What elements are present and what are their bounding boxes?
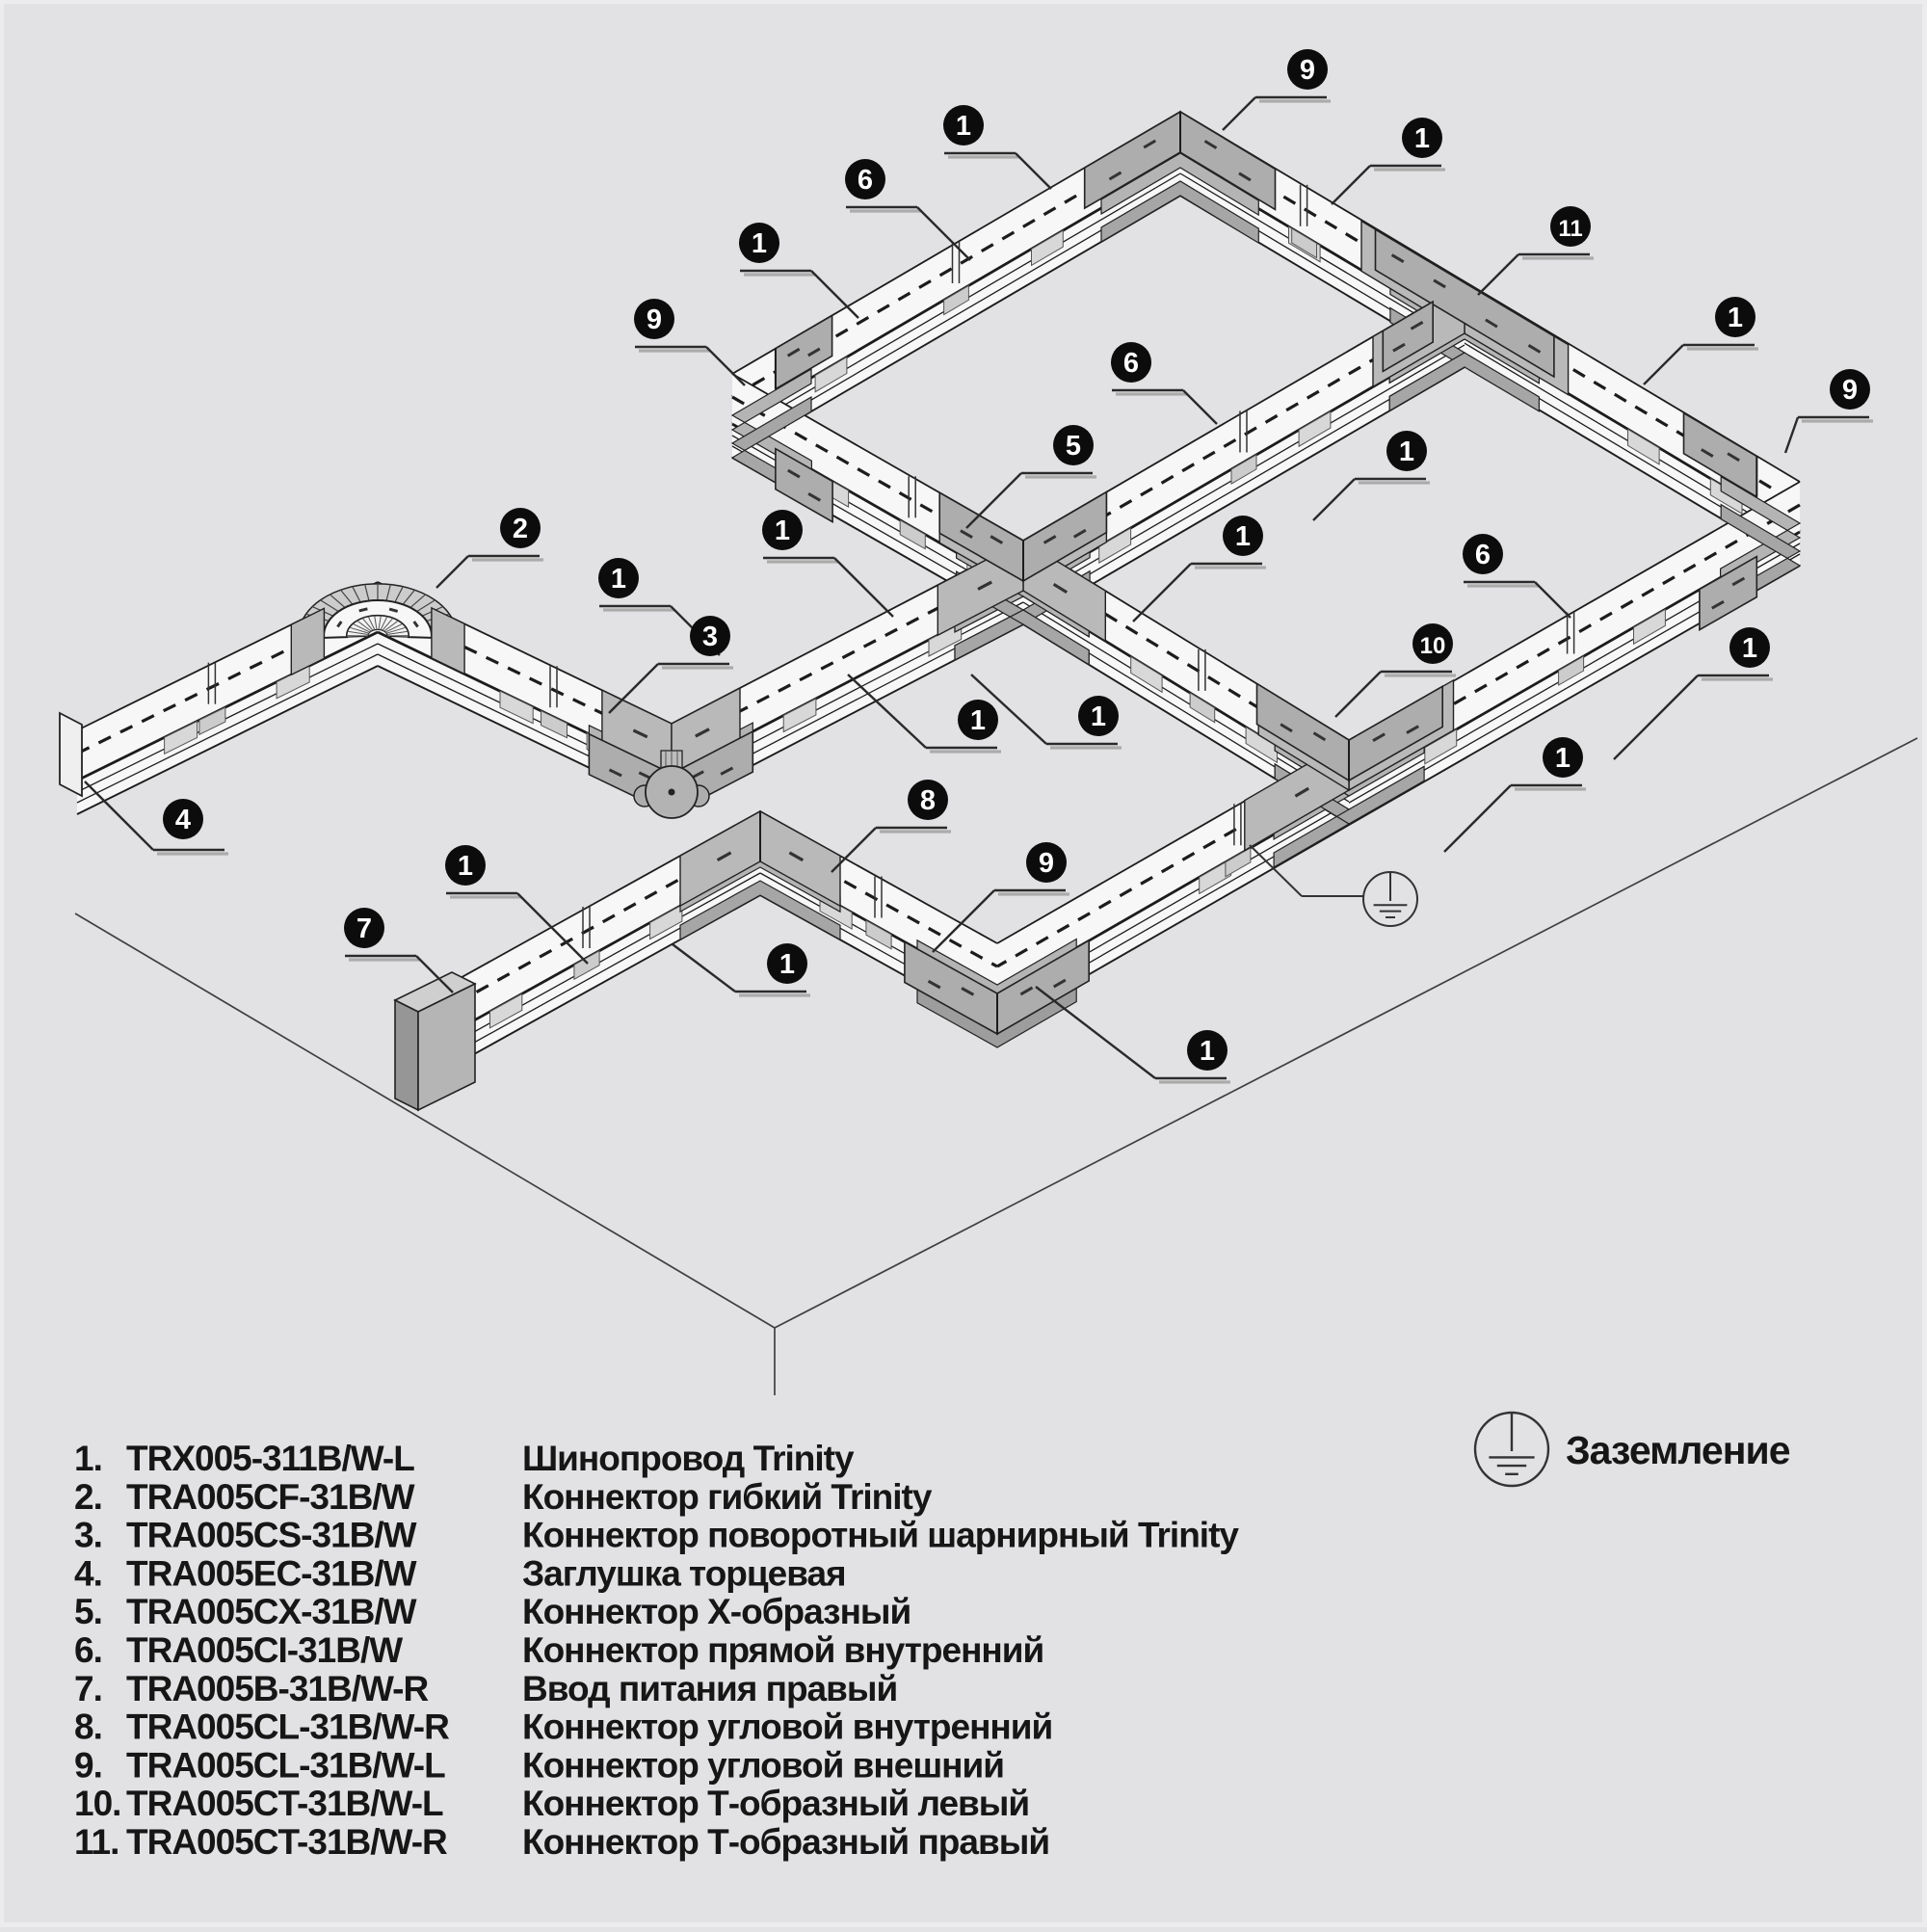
svg-text:8.: 8. bbox=[74, 1707, 102, 1747]
svg-text:Коннектор Т-образный правый: Коннектор Т-образный правый bbox=[522, 1822, 1049, 1862]
svg-text:TRX005-311B/W-L: TRX005-311B/W-L bbox=[126, 1439, 414, 1478]
svg-text:1: 1 bbox=[458, 851, 473, 882]
svg-text:Коннектор угловой внутренний: Коннектор угловой внутренний bbox=[522, 1707, 1052, 1747]
svg-text:6: 6 bbox=[858, 165, 873, 196]
svg-text:4.: 4. bbox=[74, 1553, 102, 1593]
svg-text:TRA005CT-31B/W-L: TRA005CT-31B/W-L bbox=[126, 1784, 443, 1823]
svg-text:9: 9 bbox=[1039, 848, 1054, 879]
svg-text:Заглушка торцевая: Заглушка торцевая bbox=[522, 1553, 846, 1593]
svg-text:1: 1 bbox=[1091, 701, 1106, 732]
svg-text:9.: 9. bbox=[74, 1745, 102, 1785]
svg-text:3: 3 bbox=[702, 622, 718, 652]
svg-text:11.: 11. bbox=[74, 1822, 119, 1862]
svg-text:11: 11 bbox=[1558, 216, 1582, 242]
svg-text:7: 7 bbox=[356, 913, 372, 944]
svg-text:10: 10 bbox=[1420, 633, 1446, 659]
svg-text:TRA005CL-31B/W-R: TRA005CL-31B/W-R bbox=[126, 1707, 449, 1747]
svg-text:7.: 7. bbox=[74, 1669, 102, 1708]
svg-text:TRA005B-31B/W-R: TRA005B-31B/W-R bbox=[126, 1669, 428, 1708]
svg-text:1: 1 bbox=[1742, 633, 1757, 664]
svg-text:1: 1 bbox=[1200, 1036, 1215, 1067]
svg-text:9: 9 bbox=[647, 304, 662, 335]
svg-text:Ввод питания правый: Ввод питания правый bbox=[522, 1669, 897, 1708]
svg-text:TRA005CS-31B/W: TRA005CS-31B/W bbox=[126, 1516, 417, 1555]
svg-text:TRA005CX-31B/W: TRA005CX-31B/W bbox=[126, 1592, 417, 1631]
svg-text:1: 1 bbox=[779, 949, 795, 980]
svg-text:2.: 2. bbox=[74, 1477, 102, 1517]
svg-text:5.: 5. bbox=[74, 1592, 102, 1631]
svg-text:1: 1 bbox=[956, 111, 971, 142]
svg-text:3.: 3. bbox=[74, 1516, 102, 1555]
svg-text:Коннектор угловой внешний: Коннектор угловой внешний bbox=[522, 1745, 1004, 1785]
svg-text:TRA005CL-31B/W-L: TRA005CL-31B/W-L bbox=[126, 1745, 445, 1785]
svg-text:9: 9 bbox=[1842, 375, 1858, 406]
svg-text:1: 1 bbox=[752, 228, 767, 259]
svg-text:8: 8 bbox=[920, 785, 936, 816]
svg-text:1: 1 bbox=[970, 705, 986, 736]
svg-text:TRA005CT-31B/W-R: TRA005CT-31B/W-R bbox=[126, 1822, 447, 1862]
svg-text:1: 1 bbox=[1399, 437, 1414, 467]
svg-text:1.: 1. bbox=[74, 1439, 102, 1478]
svg-text:Шинопровод Trinity: Шинопровод Trinity bbox=[522, 1439, 855, 1478]
svg-text:Коннектор поворотный шарнирный: Коннектор поворотный шарнирный Trinity bbox=[522, 1516, 1239, 1555]
svg-text:1: 1 bbox=[1728, 303, 1743, 333]
svg-text:1: 1 bbox=[1555, 743, 1571, 774]
svg-text:2: 2 bbox=[513, 514, 528, 544]
svg-text:TRA005EC-31B/W: TRA005EC-31B/W bbox=[126, 1553, 417, 1593]
svg-text:5: 5 bbox=[1066, 431, 1081, 462]
svg-text:Коннектор X-образный: Коннектор X-образный bbox=[522, 1592, 911, 1631]
svg-text:TRA005CI-31B/W: TRA005CI-31B/W bbox=[126, 1630, 403, 1670]
svg-text:9: 9 bbox=[1300, 55, 1315, 86]
svg-text:10.: 10. bbox=[74, 1784, 120, 1823]
svg-text:Коннектор Т-образный левый: Коннектор Т-образный левый bbox=[522, 1784, 1029, 1823]
svg-text:6: 6 bbox=[1123, 348, 1139, 379]
svg-text:Коннектор прямой внутренний: Коннектор прямой внутренний bbox=[522, 1630, 1043, 1670]
svg-text:4: 4 bbox=[175, 805, 191, 835]
svg-text:6: 6 bbox=[1475, 540, 1491, 570]
svg-text:1: 1 bbox=[1235, 521, 1251, 552]
svg-text:1: 1 bbox=[1414, 123, 1430, 154]
svg-text:1: 1 bbox=[775, 516, 790, 546]
svg-text:Коннектор гибкий Trinity: Коннектор гибкий Trinity bbox=[522, 1477, 933, 1517]
svg-text:1: 1 bbox=[611, 564, 626, 595]
svg-text:Заземление: Заземление bbox=[1566, 1428, 1790, 1472]
svg-text:TRA005CF-31B/W: TRA005CF-31B/W bbox=[126, 1477, 415, 1517]
svg-text:6.: 6. bbox=[74, 1630, 102, 1670]
